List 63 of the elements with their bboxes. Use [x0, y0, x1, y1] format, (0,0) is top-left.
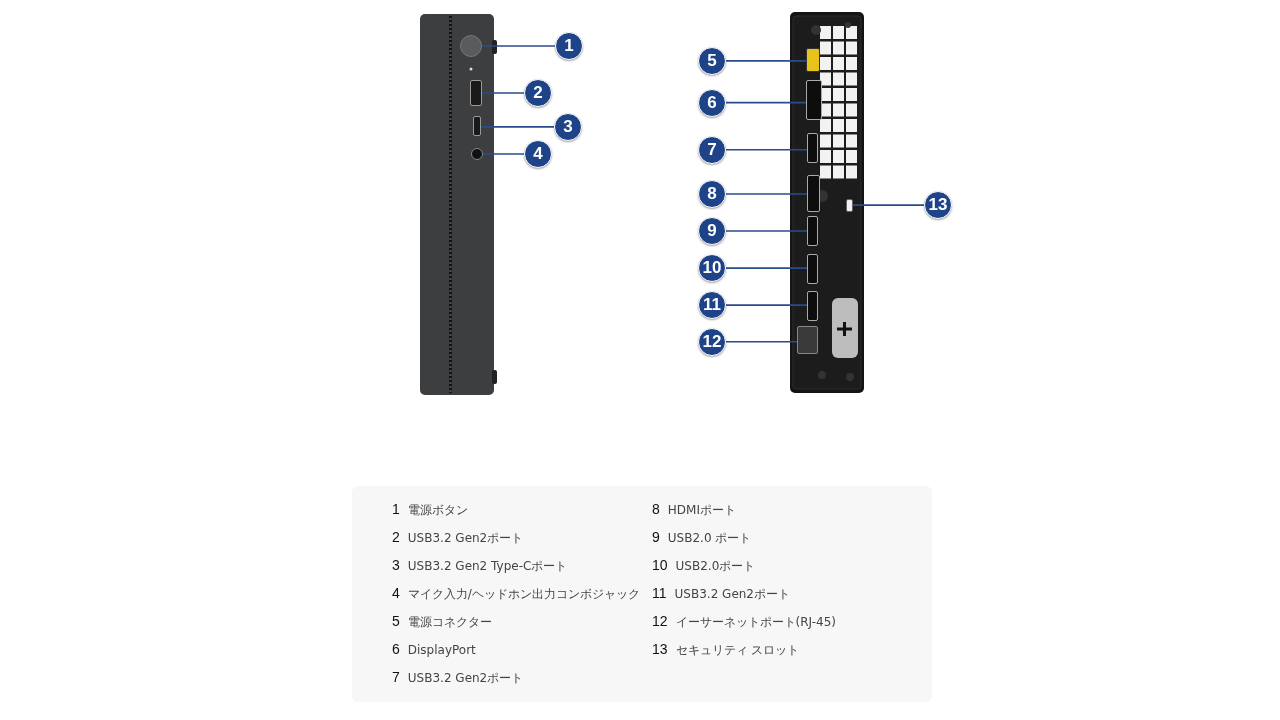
item-number: 11	[652, 585, 667, 601]
port-name: 電源ボタン	[407, 502, 468, 519]
port-name: USB3.2 Gen2ポート	[407, 530, 524, 547]
leader-line	[480, 126, 555, 128]
port-name: 電源コネクター	[407, 614, 492, 631]
port-name: セキュリティ スロット	[675, 642, 800, 659]
callout-number: 7	[698, 136, 726, 164]
callout-number: 12	[698, 328, 726, 356]
item-number: 12	[652, 613, 668, 629]
callout-number: 4	[524, 140, 552, 168]
port-opening	[807, 216, 818, 246]
port-name: USB2.0ポート	[675, 558, 756, 575]
port-name: イーサーネットポート(RJ-45)	[675, 614, 836, 631]
port-opening	[807, 254, 818, 284]
item-number: 2	[392, 529, 400, 545]
callout-number: 8	[698, 180, 726, 208]
leader-line	[482, 153, 525, 155]
callout-number: 6	[698, 89, 726, 117]
item-number: 13	[652, 641, 668, 657]
port-name: マイク入力/ヘッドホン出力コンボジャック	[407, 586, 640, 603]
callout-number: 13	[924, 191, 952, 219]
leader-line	[725, 101, 807, 104]
leader-line	[725, 148, 808, 151]
item-number: 9	[652, 529, 660, 545]
item-number: 7	[392, 669, 400, 685]
callout-number: 3	[554, 113, 582, 141]
leader-line	[481, 45, 556, 47]
callout-number: 10	[698, 254, 726, 282]
port-name: USB2.0 ポート	[667, 530, 752, 547]
item-number: 8	[652, 501, 660, 517]
callout-number: 11	[698, 291, 726, 319]
port-opening	[473, 116, 481, 136]
item-number: 3	[392, 557, 400, 573]
leader-line	[725, 60, 807, 62]
item-number: 6	[392, 641, 400, 657]
port-name: USB3.2 Gen2 Type-Cポート	[407, 558, 568, 575]
leader-line	[725, 267, 808, 269]
callout-number: 5	[698, 47, 726, 75]
port-opening	[807, 133, 818, 163]
leader-line	[725, 230, 808, 232]
leader-line	[725, 340, 798, 343]
port-opening	[470, 80, 482, 106]
port-opening	[846, 199, 853, 212]
leader-line	[481, 92, 525, 94]
port-opening	[797, 326, 818, 354]
port-name: USB3.2 Gen2ポート	[407, 670, 524, 687]
port-opening	[806, 80, 822, 120]
item-number: 5	[392, 613, 400, 629]
port-name: USB3.2 Gen2ポート	[674, 586, 790, 603]
callout-number: 1	[555, 32, 583, 60]
item-number: 10	[652, 557, 668, 573]
callout-number: 2	[524, 79, 552, 107]
port-name: HDMIポート	[667, 502, 736, 519]
leader-line	[725, 304, 808, 306]
item-number: 1	[392, 501, 400, 517]
item-number: 4	[392, 585, 400, 601]
port-name: DisplayPort	[407, 643, 476, 657]
port-opening	[807, 175, 820, 212]
port-opening	[806, 48, 820, 72]
leader-line	[725, 193, 808, 195]
leader-line	[852, 204, 925, 206]
callout-number: 9	[698, 217, 726, 245]
port-opening	[807, 291, 818, 321]
